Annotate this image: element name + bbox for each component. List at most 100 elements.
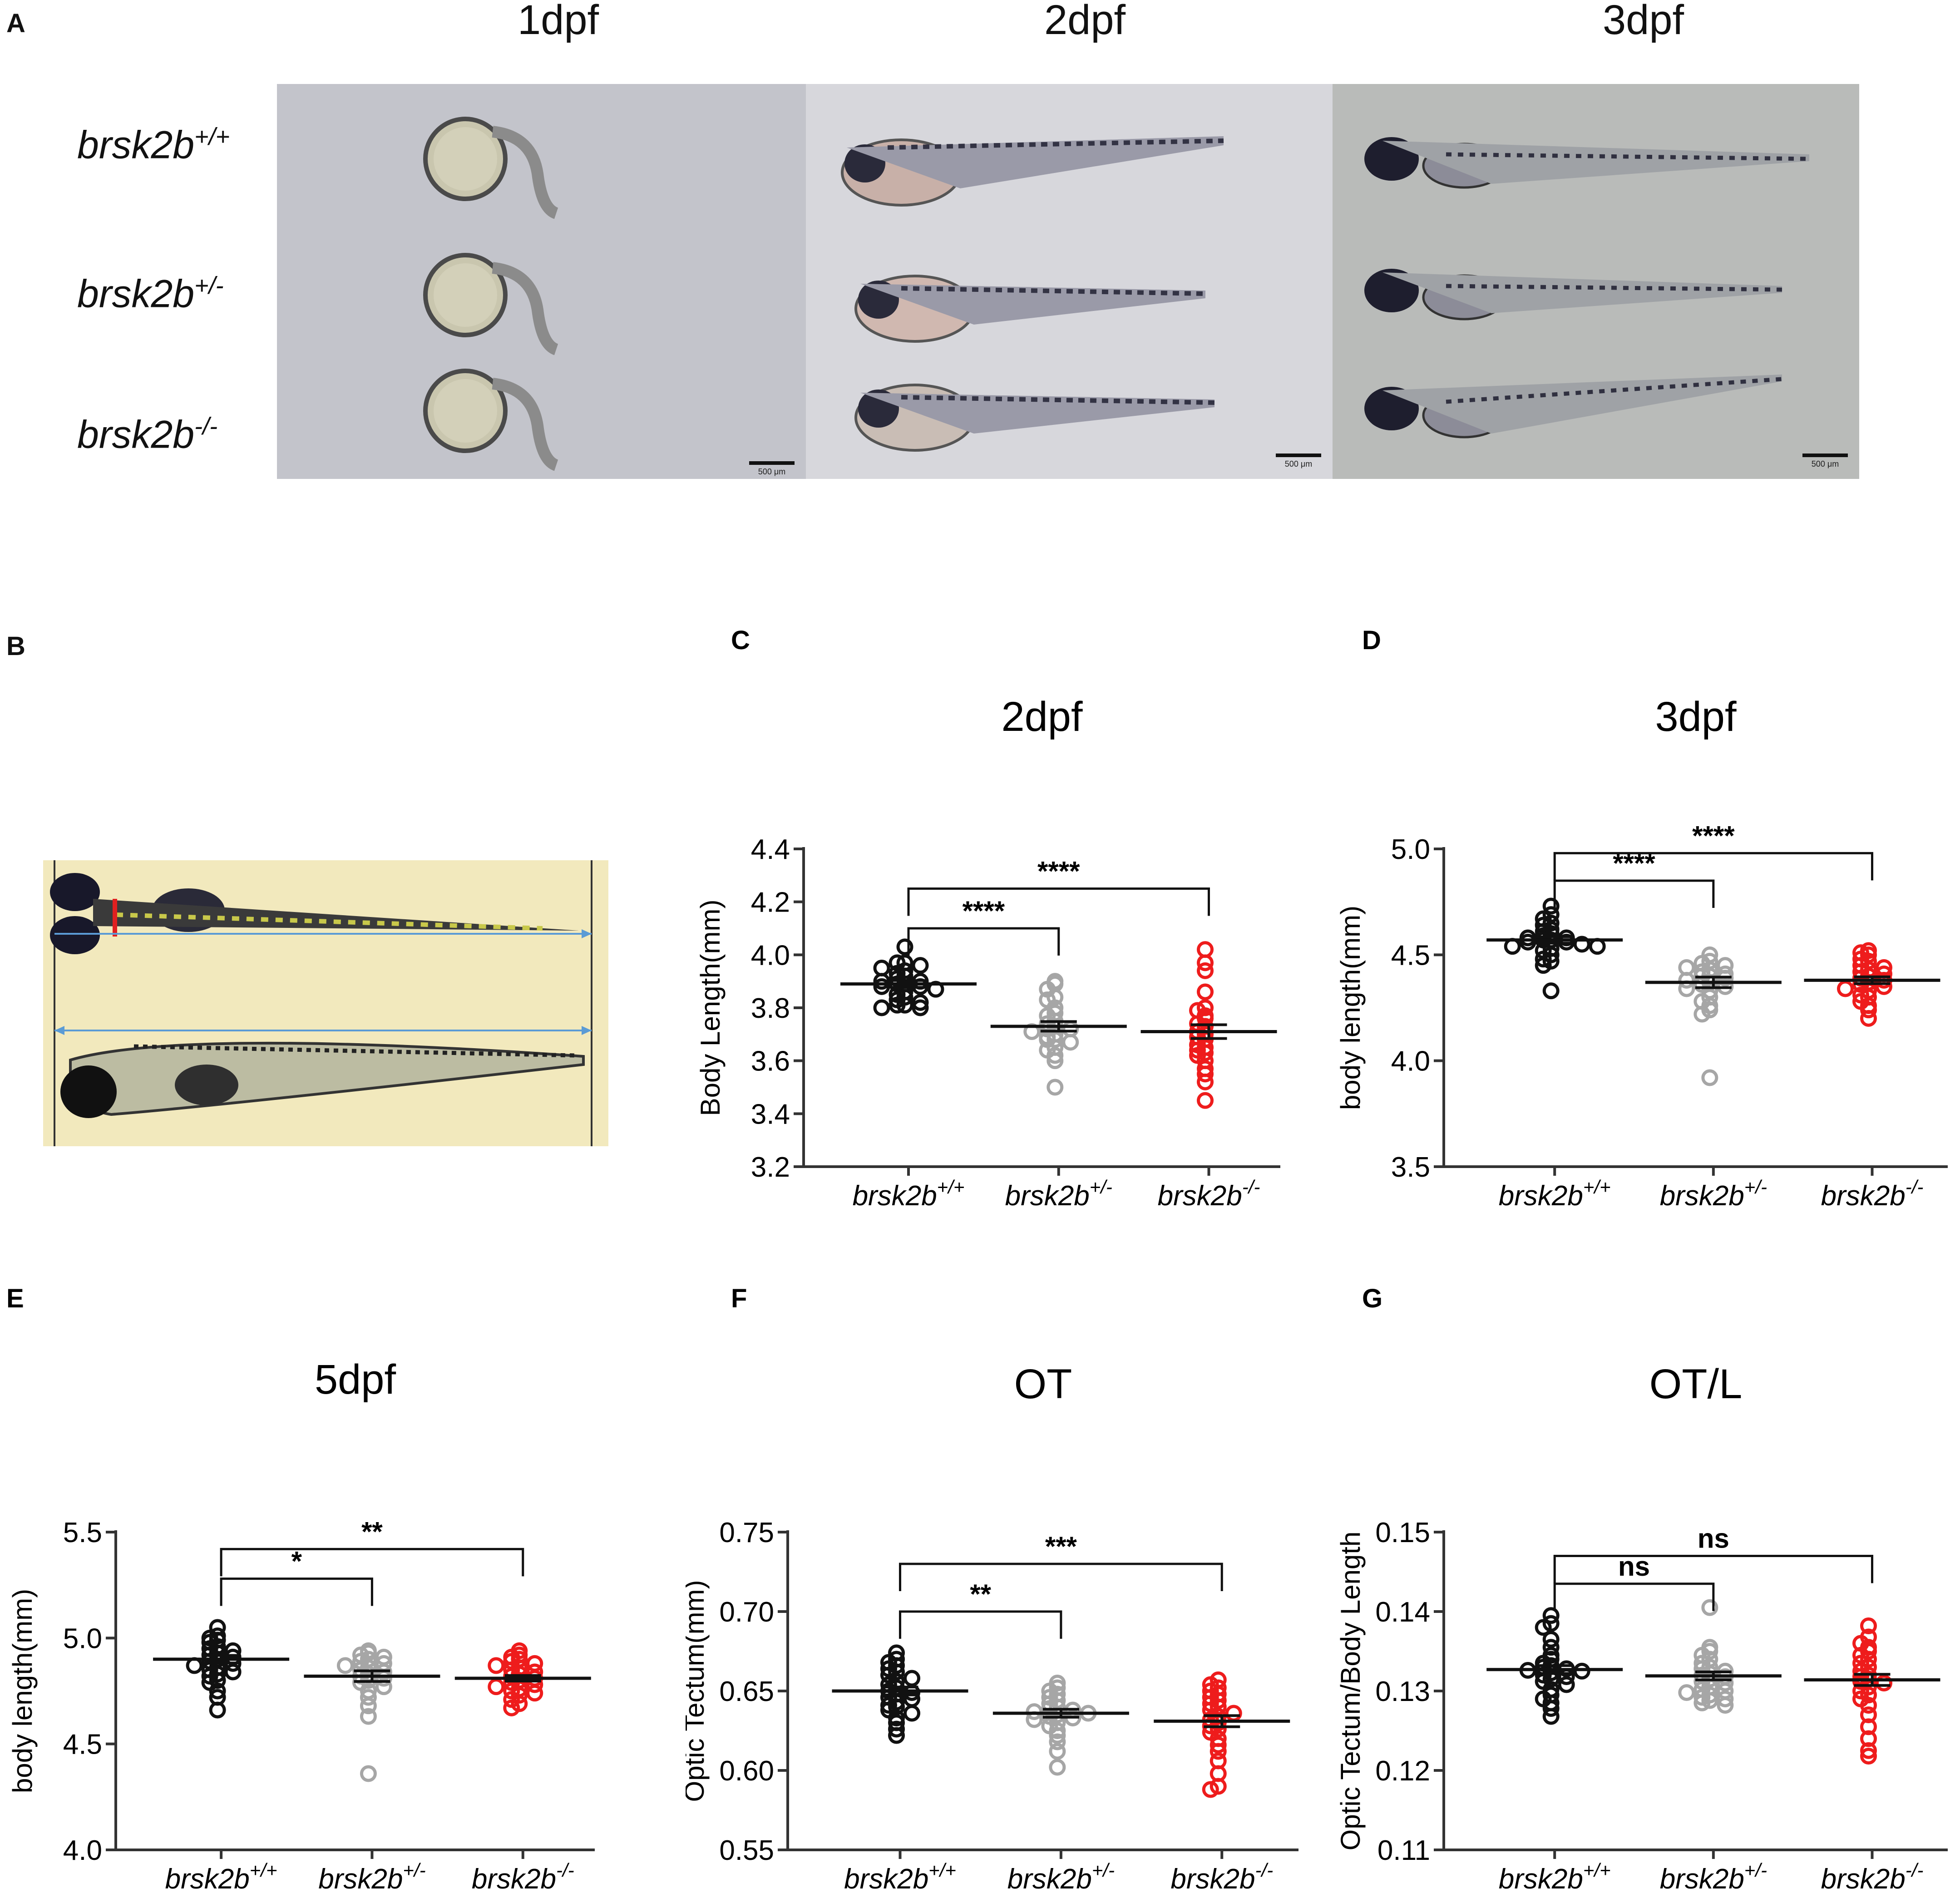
x-tick-label: brsk2b+/-	[1660, 1176, 1767, 1212]
larva-2dpf-row3	[854, 384, 1215, 452]
x-tick-label: brsk2b-/-	[1158, 1176, 1260, 1212]
larva-3dpf-row3	[1364, 375, 1782, 439]
data-point	[1047, 1079, 1064, 1096]
series-1	[336, 1642, 392, 1782]
data-point	[1852, 986, 1869, 1004]
series-1	[1678, 946, 1734, 1086]
series-0	[1504, 897, 1606, 1000]
series-2	[1202, 1671, 1242, 1798]
significance-label: ****	[1692, 820, 1735, 851]
larva-3dpf-row2	[1364, 269, 1782, 320]
significance-label: **	[361, 1516, 383, 1547]
x-tick-label: brsk2b+/+	[1499, 1176, 1611, 1212]
data-point	[1573, 936, 1590, 953]
data-point	[1693, 1006, 1711, 1023]
significance-bracket	[899, 1563, 1223, 1591]
significance-bracket	[220, 1548, 524, 1577]
data-point	[1860, 1697, 1877, 1714]
x-tick-label: brsk2b+/+	[1499, 1859, 1611, 1893]
data-point	[1504, 938, 1521, 955]
data-point	[526, 1685, 543, 1702]
data-point	[888, 1720, 905, 1738]
larva-2dpf-row2	[854, 275, 1206, 343]
panel-a-label: A	[6, 9, 25, 38]
data-point	[1542, 1639, 1560, 1656]
series-1	[1026, 1675, 1097, 1776]
embryo-1dpf-row3	[423, 369, 559, 471]
x-tick-label: brsk2b+/+	[844, 1859, 956, 1893]
x-tick-label: brsk2b+/-	[1660, 1859, 1767, 1893]
data-point	[896, 996, 913, 1014]
y-axis-label: Optic Tectum/Body Length	[1339, 1532, 1366, 1851]
data-point	[896, 938, 913, 956]
data-point	[1535, 1619, 1552, 1636]
panel-label: F	[731, 1284, 747, 1313]
data-point	[1197, 983, 1214, 1001]
data-point	[1693, 1694, 1711, 1711]
data-point	[1542, 1700, 1560, 1717]
data-point	[888, 1727, 905, 1744]
x-tick-label: brsk2b+/-	[1005, 1176, 1112, 1212]
data-point	[336, 1657, 354, 1674]
y-tick-label: 0.15	[1375, 1517, 1430, 1548]
data-point	[1678, 1684, 1695, 1701]
chart-title: 2dpf	[1001, 694, 1082, 740]
data-point	[1197, 1092, 1214, 1109]
genotype-label-wt: brsk2b+/+	[77, 123, 230, 167]
significance-label: ****	[963, 896, 1005, 926]
x-tick-label: brsk2b-/-	[1170, 1859, 1273, 1893]
data-point	[912, 994, 929, 1011]
y-tick-label: 3.4	[751, 1099, 790, 1130]
y-tick-label: 4.0	[63, 1835, 102, 1866]
panel-b-label: B	[6, 631, 25, 661]
data-point	[888, 1698, 905, 1716]
data-point	[1535, 951, 1552, 968]
data-point	[1047, 989, 1064, 1006]
data-point	[1062, 1034, 1079, 1051]
data-point	[1876, 1675, 1892, 1691]
significance-bracket	[220, 1578, 373, 1606]
chart-title: OT/L	[1649, 1361, 1742, 1407]
y-tick-label: 4.5	[1391, 940, 1430, 971]
data-point	[1542, 1708, 1560, 1725]
data-point	[1049, 1727, 1066, 1744]
embryo-1dpf-row1	[423, 117, 559, 219]
data-point	[1049, 1733, 1066, 1750]
y-tick-label: 0.13	[1375, 1676, 1430, 1707]
data-point	[873, 960, 890, 976]
data-point	[1210, 1778, 1227, 1795]
data-point	[1047, 1047, 1064, 1064]
panel-label: D	[1362, 626, 1381, 655]
data-point	[873, 999, 890, 1016]
genotype-label-ko: brsk2b-/-	[77, 413, 218, 457]
larva-2dpf-row1	[841, 136, 1224, 207]
larva-dorsal-view	[50, 873, 592, 954]
y-tick-label: 4.0	[1391, 1046, 1430, 1077]
genotype-label-het: brsk2b+/-	[77, 272, 224, 316]
y-tick-label: 0.65	[719, 1676, 774, 1707]
data-point	[880, 1660, 897, 1677]
data-point	[1701, 1692, 1718, 1709]
embryo-1dpf-row2	[423, 253, 559, 355]
data-point	[1558, 1676, 1575, 1693]
data-point	[375, 1678, 392, 1696]
chart-title: 3dpf	[1655, 694, 1736, 740]
y-axis-label: body length(mm)	[7, 1589, 38, 1793]
x-tick-label: brsk2b-/-	[472, 1859, 574, 1893]
data-point	[1693, 1689, 1711, 1706]
data-point	[1197, 999, 1214, 1016]
significance-label: *	[291, 1546, 302, 1577]
data-point	[1049, 1759, 1066, 1776]
y-tick-label: 4.0	[751, 940, 790, 971]
y-tick-label: 5.5	[63, 1517, 102, 1548]
data-point	[1210, 1698, 1227, 1716]
data-point	[1210, 1743, 1227, 1760]
data-point	[1701, 1069, 1718, 1086]
data-point	[1210, 1736, 1227, 1754]
significance-bracket	[1553, 1555, 1873, 1583]
y-tick-label: 0.12	[1375, 1755, 1430, 1787]
y-tick-label: 3.2	[751, 1152, 790, 1183]
data-point	[209, 1672, 226, 1689]
